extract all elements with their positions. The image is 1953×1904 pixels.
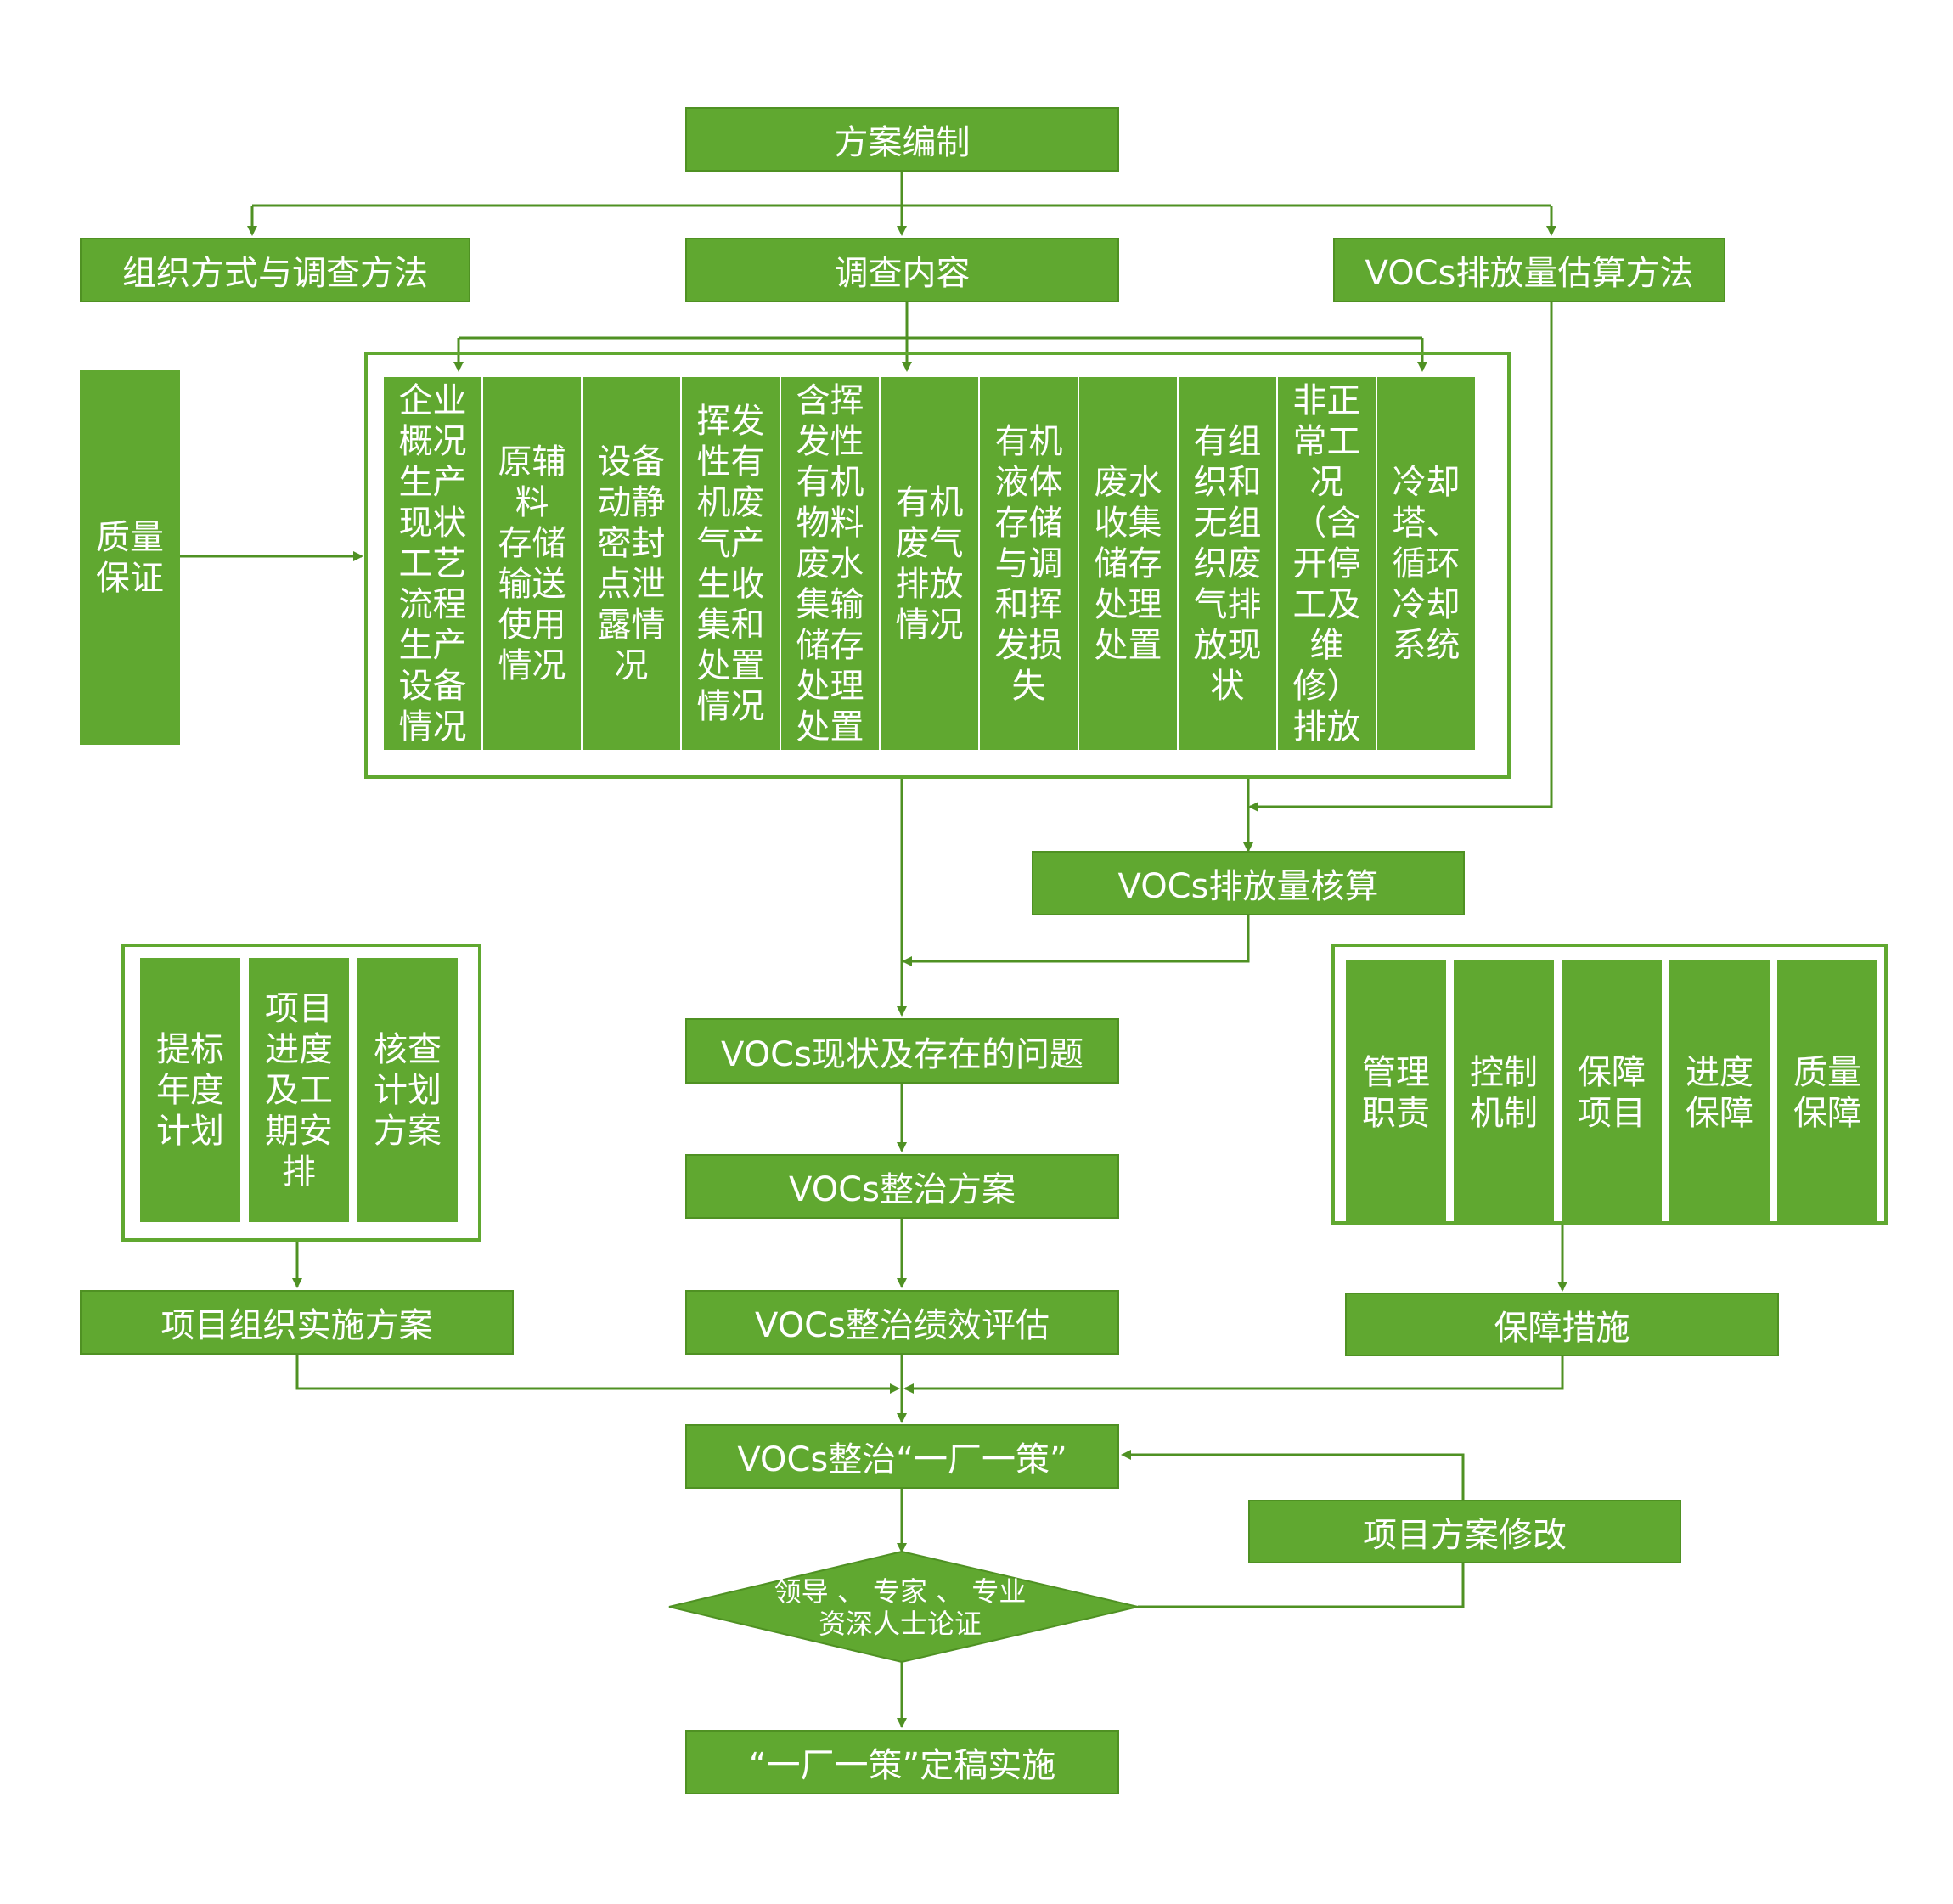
survey-item-2: 原辅 料 存储 输送 使用 情况 xyxy=(483,377,581,750)
schedule-item-1: 提标 年度 计划 xyxy=(140,958,240,1222)
review-diamond xyxy=(668,1550,1139,1664)
survey-item-label: 设备 动静 密封 点泄 露情 况 xyxy=(597,442,666,685)
survey-item-8: 废水 收集 储存 处理 处置 xyxy=(1079,377,1177,750)
safeguard-item-2: 控制 机制 xyxy=(1454,960,1554,1225)
survey-item-label: 企业 概况 生产 现状 工艺 流程 生产 设备 情况 xyxy=(398,380,467,746)
safeguard-item-label: 控制 机制 xyxy=(1470,1052,1538,1133)
survey-item-label: 非正 常工 况 （含 开停 工及 维 修） 排放 xyxy=(1292,380,1361,746)
survey-item-label: 挥发 性有 机废 气产 生收 集和 处置 情况 xyxy=(696,401,765,726)
survey-item-label: 有机 液体 存储 与调 和挥 发损 失 xyxy=(994,421,1063,706)
safeguard-measures-box: 保障措施 xyxy=(1345,1293,1779,1356)
safeguard-item-4: 进度 保障 xyxy=(1669,960,1770,1225)
survey-item-label: 冷却 塔、 循环 冷却 系统 xyxy=(1392,462,1461,665)
survey-item-4: 挥发 性有 机废 气产 生收 集和 处置 情况 xyxy=(682,377,780,750)
survey-content-box: 调查内容 xyxy=(685,238,1119,302)
plan-revision-box: 项目方案修改 xyxy=(1248,1500,1681,1563)
one-plant-one-policy-box: VOCs整治“一厂一策” xyxy=(685,1424,1119,1489)
schedule-item-label: 提标 年度 计划 xyxy=(156,1029,224,1151)
survey-item-7: 有机 液体 存储 与调 和挥 发损 失 xyxy=(980,377,1078,750)
safeguard-item-label: 质量 保障 xyxy=(1793,1052,1861,1133)
survey-item-label: 有机 废气 排放 情况 xyxy=(895,482,964,645)
safeguard-item-label: 管理 职责 xyxy=(1362,1052,1430,1133)
survey-item-label: 原辅 料 存储 输送 使用 情况 xyxy=(498,442,566,685)
quality-assurance-label: 质量 保证 xyxy=(96,517,164,598)
survey-item-9: 有组 织和 无组 织废 气排 放现 状 xyxy=(1179,377,1276,750)
safeguard-item-label: 进度 保障 xyxy=(1686,1052,1753,1133)
review-label: 领导 、 专家 、 专业 资深人士论证 xyxy=(774,1575,1027,1640)
project-org-plan-box: 项目组织实施方案 xyxy=(80,1290,514,1355)
schedule-item-label: 项目 进度 及工 期安 排 xyxy=(265,989,333,1191)
performance-eval-box: VOCs整治绩效评估 xyxy=(685,1290,1119,1355)
schedule-item-2: 项目 进度 及工 期安 排 xyxy=(249,958,349,1222)
safeguard-item-5: 质量 保障 xyxy=(1777,960,1877,1225)
accounting-box: VOCs排放量核算 xyxy=(1032,851,1465,915)
estimation-method-box: VOCs排放量估算方法 xyxy=(1333,238,1725,302)
survey-item-11: 冷却 塔、 循环 冷却 系统 xyxy=(1377,377,1475,750)
survey-item-label: 有组 织和 无组 织废 气排 放现 状 xyxy=(1193,421,1262,706)
quality-assurance-box: 质量 保证 xyxy=(80,370,180,745)
org-method-box: 组织方式与调查方法 xyxy=(80,238,470,302)
project-schedule-frame xyxy=(121,944,481,1242)
survey-item-10: 非正 常工 况 （含 开停 工及 维 修） 排放 xyxy=(1278,377,1376,750)
schedule-item-label: 核查 计划 方案 xyxy=(374,1029,442,1151)
safeguard-item-label: 保障 项目 xyxy=(1578,1052,1646,1133)
safeguard-item-3: 保障 项目 xyxy=(1562,960,1662,1225)
survey-item-label: 废水 收集 储存 处理 处置 xyxy=(1094,462,1162,665)
survey-items-frame xyxy=(364,352,1511,779)
survey-item-5: 含挥 发性 有机 物料 废水 集输 储存 处理 处置 xyxy=(781,377,879,750)
final-implementation-box: “一厂一策”定稿实施 xyxy=(685,1730,1119,1794)
survey-item-3: 设备 动静 密封 点泄 露情 况 xyxy=(583,377,680,750)
status-problems-box: VOCs现状及存在的问题 xyxy=(685,1018,1119,1084)
schedule-item-3: 核查 计划 方案 xyxy=(357,958,458,1222)
plan-compile-box: 方案编制 xyxy=(685,107,1119,172)
survey-item-1: 企业 概况 生产 现状 工艺 流程 生产 设备 情况 xyxy=(384,377,481,750)
remediation-plan-box: VOCs整治方案 xyxy=(685,1154,1119,1219)
safeguard-item-1: 管理 职责 xyxy=(1346,960,1446,1225)
survey-item-6: 有机 废气 排放 情况 xyxy=(881,377,978,750)
survey-item-label: 含挥 发性 有机 物料 废水 集输 储存 处理 处置 xyxy=(796,380,864,746)
